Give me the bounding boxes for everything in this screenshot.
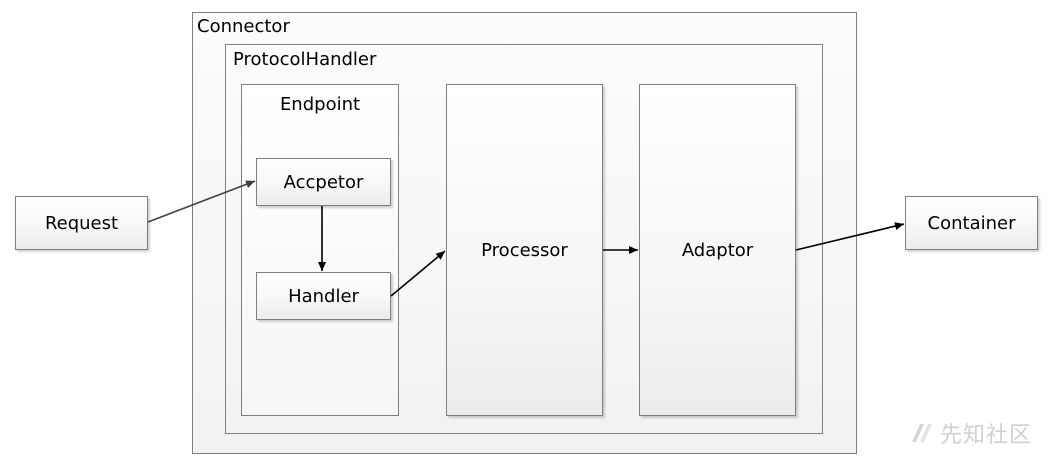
- processor-box: Processor: [446, 84, 603, 416]
- request-label: Request: [44, 212, 119, 234]
- handler-box: Handler: [256, 272, 391, 320]
- watermark-logo-icon: [911, 424, 932, 442]
- watermark: 先知社区: [908, 417, 1032, 449]
- connector-label: Connector: [197, 16, 290, 37]
- acceptor-box: Accpetor: [256, 158, 391, 206]
- request-box: Request: [15, 196, 148, 250]
- container-label: Container: [927, 212, 1016, 234]
- adaptor-label: Adaptor: [681, 239, 754, 261]
- endpoint-box: Endpoint: [241, 84, 399, 416]
- watermark-text: 先知社区: [939, 423, 1032, 448]
- adaptor-box: Adaptor: [639, 84, 796, 416]
- acceptor-label: Accpetor: [283, 171, 364, 193]
- endpoint-label: Endpoint: [279, 94, 361, 115]
- handler-label: Handler: [288, 285, 359, 307]
- protocol-handler-label: ProtocolHandler: [233, 49, 377, 70]
- container-box: Container: [905, 196, 1038, 250]
- processor-label: Processor: [481, 239, 568, 261]
